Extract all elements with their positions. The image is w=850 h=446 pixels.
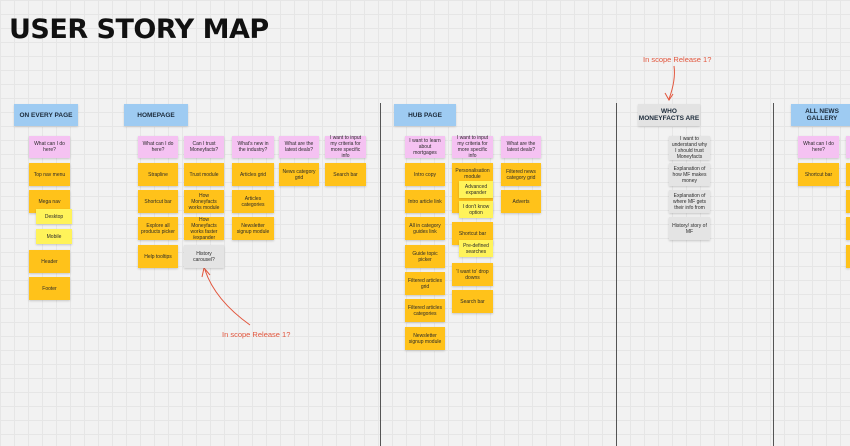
- note-intro-article-link: Intro article link: [405, 190, 445, 213]
- note-latest-deals: What are the latest deals?: [279, 136, 319, 158]
- note-filtered-articles-grid: Filtered articles grid: [405, 272, 445, 295]
- page-title: USER STORY MAP: [9, 14, 269, 45]
- section-divider: [616, 103, 617, 446]
- annotation-in-scope-top: In scope Release 1?: [643, 55, 712, 64]
- note-mobile: Mobile: [36, 229, 72, 244]
- note-how-mf-makes-money: Explanation of how MF makes money: [669, 163, 710, 186]
- note-drop-downs: 'I want to' drop downs: [452, 263, 493, 286]
- note-help-tooltips: Help tooltips: [138, 245, 178, 268]
- note-partial-pink: [846, 136, 850, 158]
- note-explore-products: Explore all products picker: [138, 217, 178, 240]
- note-guide-topic-picker: Guide topic picker: [405, 245, 445, 268]
- annotation-arrow-top: [668, 65, 675, 100]
- header-hub-page: HUB PAGE: [394, 104, 456, 126]
- note-dont-know-option: I don't know option: [459, 201, 493, 218]
- header-homepage: HOMEPAGE: [124, 104, 188, 126]
- note-adverts: Adverts: [501, 190, 541, 213]
- note-partial-orange: [846, 163, 850, 186]
- note-what-can-i-do: What can I do here?: [138, 136, 178, 158]
- note-input-criteria: I want to input my criteria for more spe…: [325, 135, 366, 159]
- note-latest-deals: What are the latest deals?: [501, 136, 541, 158]
- note-all-guides-link: All in category guides link: [405, 217, 445, 240]
- note-newsletter-signup: Newsletter signup module: [232, 217, 274, 240]
- note-intro-copy: Intro copy: [405, 163, 445, 186]
- note-news-category-grid: News category grid: [279, 163, 319, 186]
- note-history-of-mf: History/ story of MF: [669, 217, 710, 240]
- note-articles-grid: Articles grid: [232, 163, 274, 186]
- note-search-bar: Search bar: [452, 290, 493, 313]
- note-what-can-i-do: What can I do here?: [29, 136, 70, 158]
- note-trust-moneyfacts: I want to understand why I should trust …: [669, 136, 710, 160]
- header-who-moneyfacts-are: WHO MONEYFACTS ARE: [638, 104, 700, 126]
- note-whats-new: What's new in the industry?: [232, 136, 274, 158]
- note-partial-orange: [846, 190, 850, 213]
- note-trust-module: Trust module: [184, 163, 224, 186]
- note-shortcut-bar: Shortcut bar: [798, 163, 839, 186]
- note-mega-nav: Mega nav: [29, 190, 70, 213]
- note-footer: Footer: [29, 277, 70, 300]
- note-can-i-trust: Can I trust Moneyfacts?: [184, 136, 224, 158]
- note-shortcut-bar: Shortcut bar: [452, 222, 493, 245]
- note-search-bar: Search bar: [325, 163, 366, 186]
- note-filtered-news-grid: Filtered news category grid: [501, 163, 541, 186]
- note-strapline: Strapline: [138, 163, 178, 186]
- note-newsletter-signup: Newsletter signup module: [405, 327, 445, 350]
- header-all-news-gallery: ALL NEWS GALLERY: [791, 104, 850, 126]
- header-on-every-page: ON EVERY PAGE: [14, 104, 78, 126]
- annotation-arrow-top-head: [664, 92, 674, 101]
- note-history-carousel: History carousel?: [184, 245, 224, 268]
- note-filtered-articles-categories: Filtered articles categories: [405, 299, 445, 322]
- annotation-in-scope-bottom: In scope Release 1?: [222, 330, 291, 339]
- note-partial-orange: [846, 217, 850, 240]
- section-divider: [380, 103, 381, 446]
- note-partial-orange: [846, 245, 850, 268]
- annotation-arrow-bottom: [204, 269, 251, 326]
- note-learn-mortgages: I want to learn about mortgages: [405, 136, 445, 158]
- note-advanced-expander: Advanced expander: [459, 181, 493, 198]
- note-shortcut-bar: Shortcut bar: [138, 190, 178, 213]
- section-divider: [773, 103, 774, 446]
- note-what-can-i-do: What can I do here?: [798, 136, 839, 158]
- note-header: Header: [29, 250, 70, 273]
- note-predefined-searches: Pre-defined searches: [459, 240, 493, 257]
- note-top-nav-menu: Top nav menu: [29, 163, 70, 186]
- note-how-works-faster: How Moneyfacts works faster /expander: [184, 217, 224, 241]
- note-articles-categories: Articles categories: [232, 190, 274, 213]
- annotation-arrow-bottom-head: [201, 266, 211, 278]
- note-where-mf-gets-info: Explanation of where MF gets their info …: [669, 190, 710, 213]
- note-desktop: Desktop: [36, 209, 72, 224]
- note-how-moneyfacts-works: How Moneyfacts works module: [184, 190, 224, 213]
- note-input-criteria: I want to input my criteria for more spe…: [452, 135, 493, 159]
